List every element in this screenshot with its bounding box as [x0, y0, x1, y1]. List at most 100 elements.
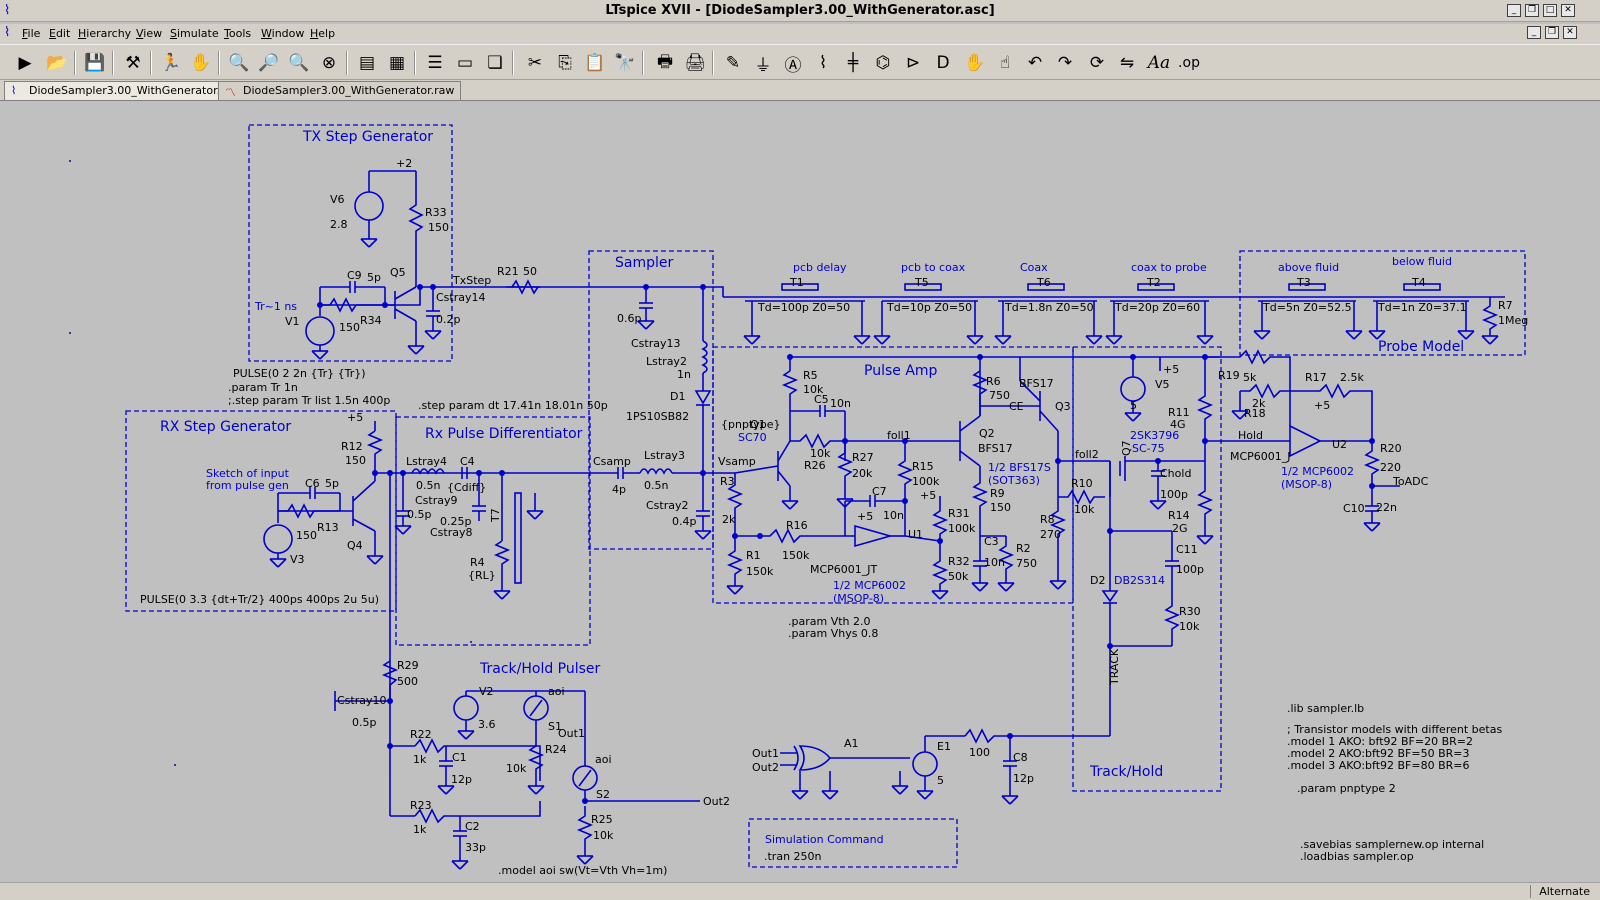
out1b-label[interactable]: Out1 — [752, 747, 779, 760]
t1v-label[interactable]: Td=100p Z0=50 — [757, 301, 850, 314]
cstray2-label[interactable]: Cstray2 — [646, 499, 689, 512]
halt-icon[interactable]: ✋ — [190, 53, 212, 73]
r14-label[interactable]: R14 — [1168, 509, 1190, 522]
undo-icon[interactable]: ↶ — [1027, 53, 1043, 73]
control-panel-icon[interactable]: ⚒ — [125, 53, 141, 73]
p4-label[interactable]: 4p — [612, 483, 626, 496]
e1-label[interactable]: E1 — [937, 740, 951, 753]
p04-label[interactable]: 0.4p — [672, 515, 696, 528]
r8-label[interactable]: R8 — [1040, 513, 1055, 526]
cut-icon[interactable]: ✂ — [527, 53, 543, 73]
r32-label[interactable]: R32 — [948, 555, 970, 568]
c3v-label[interactable]: 10n — [984, 556, 1005, 569]
find-icon[interactable]: 🔭 — [614, 53, 636, 73]
doc-restore-icon[interactable]: ❐ — [1545, 26, 1559, 39]
print-icon[interactable]: 🖨 — [684, 53, 706, 73]
d2-label[interactable]: D2 — [1090, 574, 1105, 587]
cdiff-label[interactable]: {Cdiff} — [447, 481, 486, 494]
redo-icon[interactable]: ↷ — [1057, 53, 1073, 73]
zoom-out-icon[interactable]: 🔍 — [288, 53, 310, 73]
t1n-label[interactable]: T1 — [789, 276, 804, 289]
r18v-label[interactable]: 2k — [1252, 397, 1266, 410]
r11v-label[interactable]: 4G — [1170, 418, 1186, 431]
rotate-icon[interactable]: ⟳ — [1089, 53, 1105, 73]
capacitor-icon[interactable]: ╪ — [847, 53, 859, 73]
sketch1-label[interactable]: Sketch of input — [206, 467, 290, 480]
t2t-label[interactable]: coax to probe — [1131, 261, 1207, 274]
cstray14-label[interactable]: Cstray14 — [436, 291, 486, 304]
q7-label[interactable]: Q7 — [1120, 440, 1133, 456]
r10-label[interactable]: R10 — [1071, 477, 1093, 490]
p05b-label[interactable]: 0.5p — [352, 716, 376, 729]
m1-label[interactable]: .model 1 AKO: bft92 BF=20 BR=2 — [1287, 735, 1473, 748]
t5v-label[interactable]: Td=10p Z0=50 — [886, 301, 972, 314]
r32v-label[interactable]: 50k — [948, 570, 969, 583]
t6v-label[interactable]: Td=1.8n Z0=50 — [1004, 301, 1094, 314]
ce-label[interactable]: CE — [1009, 400, 1024, 413]
steptd-label[interactable]: .step param dt 17.41n 18.01n 50p — [418, 399, 608, 412]
tile-h-icon[interactable]: ☰ — [427, 53, 443, 73]
t4t-label[interactable]: below fluid — [1392, 255, 1452, 268]
r15v-label[interactable]: 100k — [912, 475, 940, 488]
cstray9-label[interactable]: Cstray9 — [415, 494, 458, 507]
m2-label[interactable]: .model 2 AKO:bft92 BF=50 BR=3 — [1287, 747, 1470, 760]
r7v-label[interactable]: 1Meg — [1498, 314, 1528, 327]
q4-label[interactable]: Q4 — [347, 539, 363, 552]
vth-label[interactable]: .param Vth 2.0 — [788, 615, 871, 628]
r23v-label[interactable]: 1k — [413, 823, 427, 836]
c11v-label[interactable]: 100p — [1176, 563, 1204, 576]
d1m-label[interactable]: 1PS10SB82 — [626, 410, 689, 423]
plus5c-label[interactable]: +5 — [920, 489, 936, 502]
r26-label[interactable]: R26 — [804, 459, 826, 472]
pulse1-label[interactable]: PULSE(0 2 2n {Tr} {Tr}) — [233, 367, 366, 380]
bfs17s-label[interactable]: 1/2 BFS17S — [988, 461, 1051, 474]
p025-label[interactable]: 0.25p — [440, 515, 471, 528]
q2-label[interactable]: Q2 — [979, 427, 995, 440]
mcp6001j-label[interactable]: MCP6001_J — [1230, 450, 1291, 463]
save-label[interactable]: .savebias samplernew.op internal — [1300, 838, 1484, 851]
r4-label[interactable]: R4 — [470, 556, 485, 569]
p02-label[interactable]: 0.2p — [436, 313, 460, 326]
inductor-icon[interactable]: ⌬ — [875, 53, 891, 73]
out2-label[interactable]: Out2 — [703, 795, 730, 808]
r2-label[interactable]: R2 — [1016, 542, 1031, 555]
r9-label[interactable]: R9 — [990, 487, 1005, 500]
c2v-label[interactable]: 33p — [465, 841, 486, 854]
print-setup-icon[interactable]: 🖶 — [656, 51, 674, 72]
t1t-label[interactable]: pcb delay — [793, 261, 847, 274]
label-net-icon[interactable]: Ⓐ — [784, 55, 802, 76]
paste-icon[interactable]: 📋 — [584, 53, 606, 73]
r11-label[interactable]: R11 — [1168, 406, 1190, 419]
load-label[interactable]: .loadbias sampler.op — [1300, 850, 1414, 863]
e1v-label[interactable]: 5 — [937, 774, 944, 787]
c5-label[interactable]: C5 — [814, 393, 829, 406]
draw-wire-icon[interactable]: ✎ — [725, 53, 741, 73]
r7-label[interactable]: R7 — [1498, 299, 1513, 312]
paramtr-label[interactable]: .param Tr 1n — [228, 381, 298, 394]
r8v-label[interactable]: 270 — [1040, 528, 1061, 541]
c2-label[interactable]: C2 — [465, 820, 480, 833]
r27v-label[interactable]: 20k — [852, 467, 873, 480]
q5-label[interactable]: Q5 — [390, 266, 406, 279]
r17v-label[interactable]: 2.5k — [1340, 371, 1364, 384]
t4n-label[interactable]: T4 — [1411, 276, 1426, 289]
r3-label[interactable]: R3 — [720, 475, 735, 488]
r31-label[interactable]: R31 — [948, 507, 970, 520]
n05b-label[interactable]: 0.5n — [644, 479, 668, 492]
menu-file[interactable]: File — [22, 27, 41, 40]
v5-label[interactable]: V5 — [1155, 378, 1170, 391]
thpulser-block-title[interactable]: Track/Hold Pulser — [479, 661, 601, 677]
t3n-label[interactable]: T3 — [1296, 276, 1311, 289]
steptr-label[interactable]: ;.step param Tr list 1.5n 400p — [228, 394, 390, 407]
r29-label[interactable]: R29 — [397, 659, 419, 672]
c11-label[interactable]: C11 — [1176, 543, 1198, 556]
chold-label[interactable]: Chold — [1160, 467, 1191, 480]
pnp-label[interactable]: {pnptype} — [721, 418, 781, 431]
probe-block-title[interactable]: Probe Model — [1378, 339, 1464, 355]
c9-label[interactable]: C9 — [347, 269, 362, 282]
s1-label[interactable]: S1 — [548, 720, 562, 733]
r13-label[interactable]: R13 — [317, 521, 339, 534]
rl-label[interactable]: {RL} — [468, 569, 496, 582]
save-icon[interactable]: 💾 — [84, 53, 106, 73]
t5t-label[interactable]: pcb to coax — [901, 261, 966, 274]
